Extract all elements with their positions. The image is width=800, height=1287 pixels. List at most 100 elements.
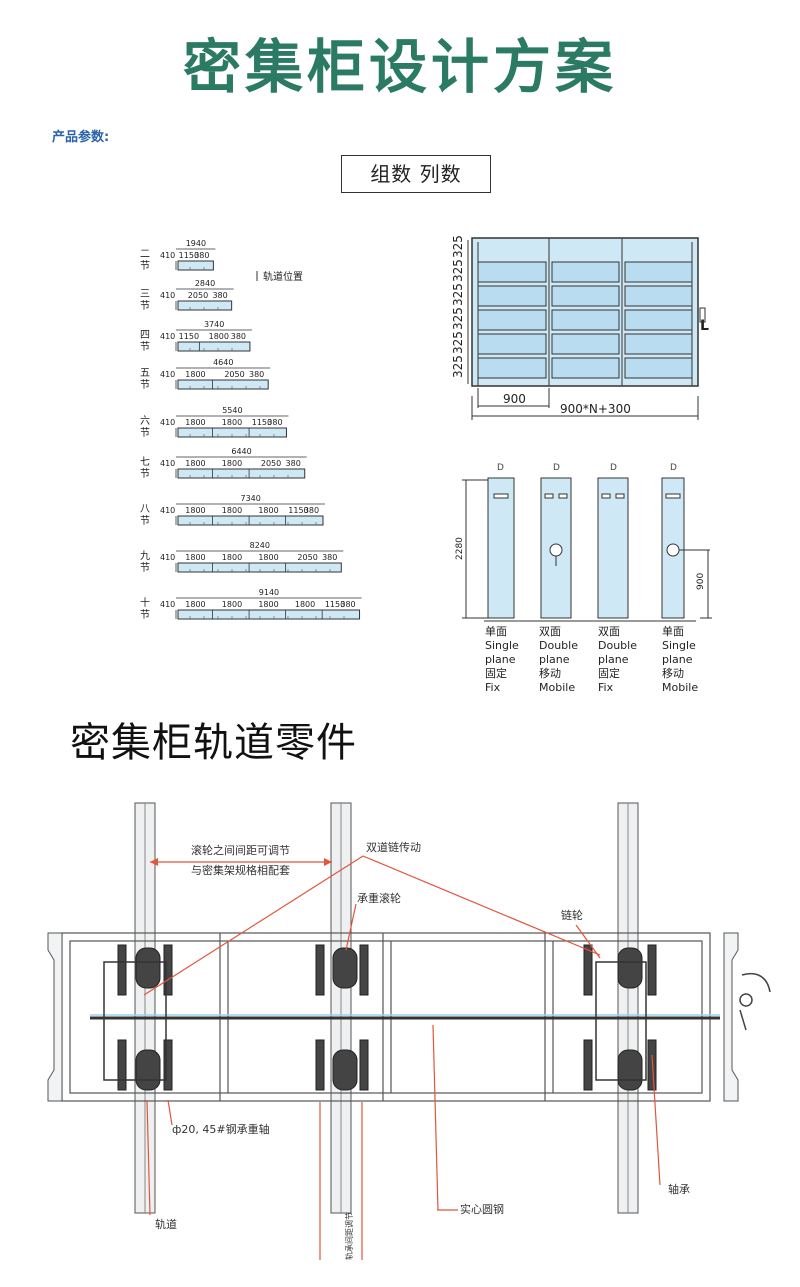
rail-legend: 轨道位置 <box>256 270 303 283</box>
segment-label: 410 <box>160 332 175 341</box>
segment-label: 380 <box>194 251 209 260</box>
column-label: Fix <box>598 681 614 694</box>
segment-label: 1150 <box>288 506 308 515</box>
front-view-diagram: 325 325 325 325 325 325 L 900 900*N+300 <box>451 235 709 420</box>
row-label-char: 十 <box>140 596 150 609</box>
segment-label: 1800 <box>295 600 315 609</box>
segment-label: 410 <box>160 291 175 300</box>
segment-label: 2050 <box>188 291 208 300</box>
row-total-label: 2840 <box>195 279 215 288</box>
segment-label: 1800 <box>222 553 242 562</box>
bearing-label: 轴承 <box>668 1182 690 1196</box>
segment-label: 1800 <box>185 418 205 427</box>
segment-label: 380 <box>340 600 355 609</box>
rail-config-row: 三节 2840 410 2050 380 <box>140 279 234 312</box>
segment-label: 1800 <box>222 600 242 609</box>
segment-label: 2050 <box>224 370 244 379</box>
rail-legend-label: 轨道位置 <box>263 270 303 283</box>
column-label: 固定 <box>598 666 620 680</box>
column-label: 移动 <box>539 667 561 680</box>
row-height-label: 325 <box>451 283 465 306</box>
column-label: plane <box>539 653 570 666</box>
row-label-char: 九 <box>140 550 150 562</box>
column-label: plane <box>485 653 516 666</box>
segment-label: 380 <box>286 459 301 468</box>
column-label: Single <box>485 639 519 652</box>
column-label: Fix <box>485 681 501 694</box>
column-label: Mobile <box>662 681 698 694</box>
row-total-label: 7340 <box>241 494 261 503</box>
segment-label: 410 <box>160 251 175 260</box>
spacing-note-2: 与密集架规格相配套 <box>191 863 290 877</box>
column-label: 双面 <box>598 625 620 638</box>
segment-label: 410 <box>160 418 175 427</box>
segment-label: 1150 <box>179 251 199 260</box>
shaft-label: ф20, 45#钢承重轴 <box>172 1122 270 1136</box>
row-label-char: 节 <box>140 260 150 272</box>
row-label-char: 五 <box>140 368 150 379</box>
column-label: Mobile <box>539 681 575 694</box>
row-label-char: 节 <box>140 300 150 312</box>
row-total-label: 5540 <box>222 406 242 415</box>
params-label: 产品参数: <box>52 130 110 145</box>
row-label-char: 节 <box>140 609 150 621</box>
sprocket-label: 链轮 <box>561 908 583 922</box>
chain-drive-label: 双道链传动 <box>366 840 421 854</box>
segment-label: 1800 <box>222 506 242 515</box>
depth-label: D <box>610 463 617 473</box>
segment-label: 2050 <box>261 459 281 468</box>
column-label: Double <box>539 639 578 652</box>
segment-label: 1150 <box>252 418 272 427</box>
height-2280-label: 2280 <box>455 537 465 560</box>
segment-label: 410 <box>160 553 175 562</box>
side-view-diagram: 2280 900 D D D D 单面 Single plane 固定 Fix … <box>455 463 712 694</box>
segment-label: 1800 <box>209 332 229 341</box>
row-height-label: 325 <box>451 355 465 378</box>
segment-label: 410 <box>160 506 175 515</box>
row-label-char: 八 <box>140 504 150 515</box>
handle-mark: L <box>700 318 709 334</box>
segment-label: 380 <box>249 370 264 379</box>
row-label-char: 六 <box>140 415 150 427</box>
spacing-note-1: 滚轮之间间距可调节 <box>191 843 290 857</box>
segment-label: 1150 <box>325 600 345 609</box>
row-label-char: 二 <box>140 249 150 260</box>
row-label-char: 三 <box>140 289 150 300</box>
row-height-label: 325 <box>451 331 465 354</box>
rail-parts-title: 密集柜轨道零件 <box>70 720 357 766</box>
segment-label: 1800 <box>185 600 205 609</box>
segment-label: 410 <box>160 600 175 609</box>
column-label: Double <box>598 639 637 652</box>
width-900-label: 900 <box>503 392 526 406</box>
segment-label: 380 <box>231 332 246 341</box>
row-label-char: 节 <box>140 379 150 391</box>
row-total-label: 8240 <box>250 541 270 550</box>
segment-label: 380 <box>304 506 319 515</box>
depth-label: D <box>553 463 560 473</box>
rail-label: 轨道 <box>155 1217 177 1231</box>
segment-label: 2050 <box>297 553 317 562</box>
row-height-label: 325 <box>451 235 465 258</box>
column-label: 移动 <box>662 667 684 680</box>
row-total-label: 3740 <box>204 320 224 329</box>
segment-label: 1800 <box>185 506 205 515</box>
segment-label: 1800 <box>185 553 205 562</box>
column-label: plane <box>598 653 629 666</box>
row-total-label: 6440 <box>231 447 251 456</box>
segment-label: 410 <box>160 459 175 468</box>
segment-label: 380 <box>212 291 227 300</box>
column-label: Single <box>662 639 696 652</box>
segment-label: 1800 <box>185 370 205 379</box>
segment-label: 1800 <box>258 553 278 562</box>
solid-steel-label: 实心圆钢 <box>460 1202 504 1216</box>
segment-label: 410 <box>160 370 175 379</box>
row-height-label: 325 <box>451 259 465 282</box>
row-label-char: 节 <box>140 341 150 353</box>
column-label: 单面 <box>662 625 684 638</box>
segment-label: 1800 <box>185 459 205 468</box>
